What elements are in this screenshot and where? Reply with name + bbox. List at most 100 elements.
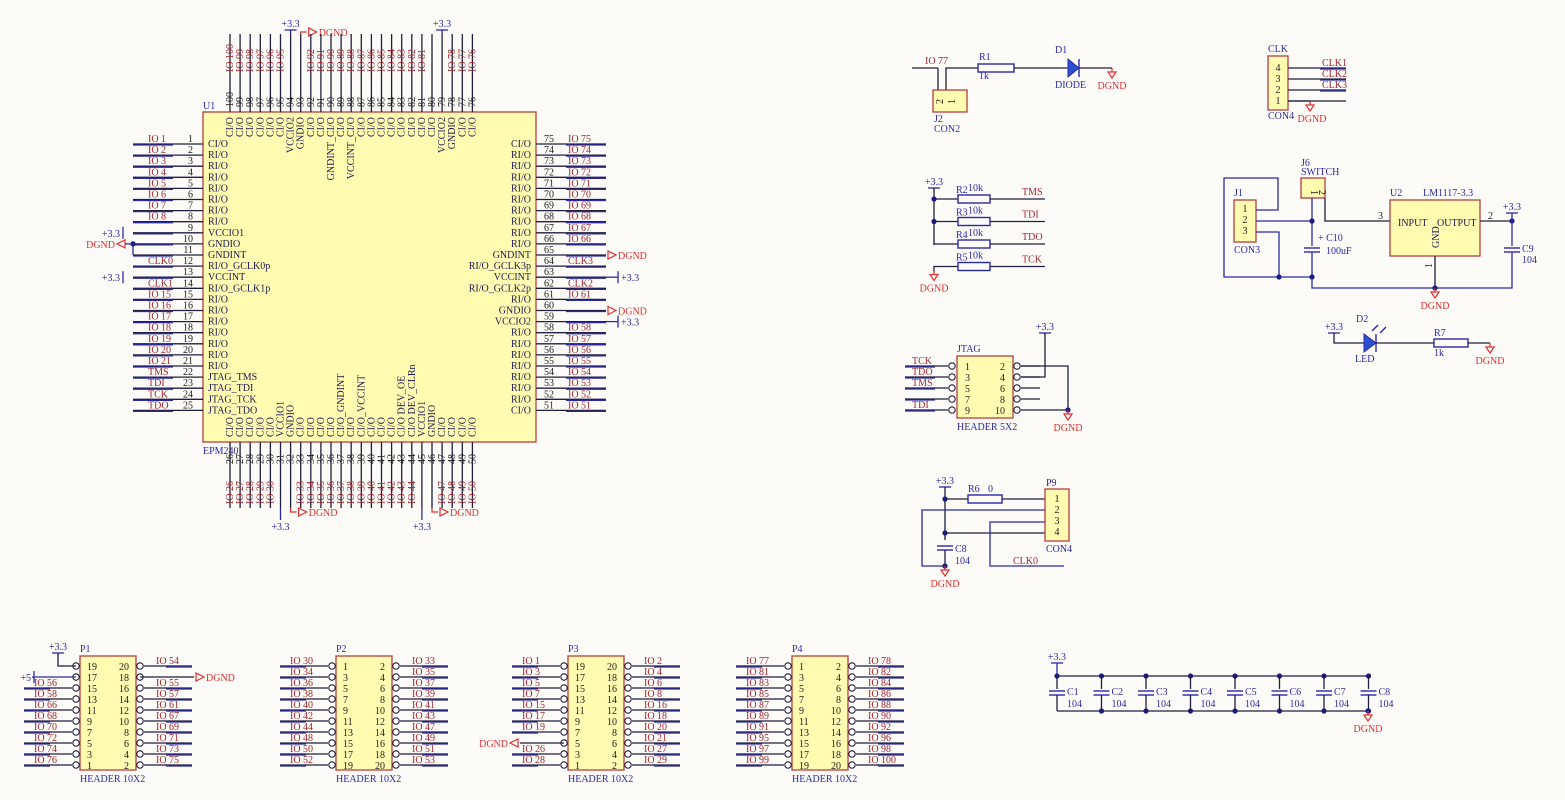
u1-pin-name: CI/O bbox=[457, 417, 468, 437]
net-label: IO 73 bbox=[156, 744, 179, 755]
cap-designator: C4 bbox=[1201, 687, 1213, 698]
u1-pin-name: RI/O bbox=[511, 150, 531, 161]
net-label: IO 78 bbox=[447, 49, 458, 72]
u1-pin-number: 46 bbox=[427, 454, 438, 464]
header-pin-icon bbox=[624, 761, 632, 769]
header-pin-icon bbox=[328, 750, 336, 758]
d2-designator: D2 bbox=[1356, 314, 1368, 325]
gnd-triangle-icon bbox=[308, 27, 319, 37]
u1-pin-number: 18 bbox=[183, 323, 193, 334]
header-pin-num: 10 bbox=[375, 706, 385, 717]
jtag-pin: 9 bbox=[965, 406, 970, 417]
net-label: IO 39 bbox=[412, 689, 435, 700]
vcc-symbol: +3.3 bbox=[1048, 652, 1066, 664]
u1-pin-number: 68 bbox=[544, 212, 554, 223]
u1-pin-number: 31 bbox=[276, 454, 287, 464]
header-pin-num: 3 bbox=[343, 673, 348, 684]
vcc-label: +5 bbox=[20, 673, 31, 684]
j2-part: CON2 bbox=[934, 124, 960, 135]
net-label: IO 85 bbox=[377, 49, 388, 72]
wire bbox=[989, 521, 1064, 567]
net-label: IO 4 bbox=[148, 167, 166, 178]
header-pin-icon bbox=[392, 728, 400, 736]
net-label: IO 77 bbox=[457, 49, 468, 72]
u1-pin-name: CI/O bbox=[265, 117, 276, 137]
net-label: IO 88 bbox=[346, 49, 357, 72]
u1-pin-number: 16 bbox=[183, 301, 193, 312]
header-pin-num: 3 bbox=[575, 750, 580, 761]
gnd-label: DGND bbox=[319, 28, 348, 39]
gnd-triangle-icon bbox=[607, 305, 618, 316]
u1-pin-number: 71 bbox=[544, 178, 554, 189]
r1-designator: R1 bbox=[979, 52, 991, 63]
u2-pin-name: INPUT bbox=[1398, 218, 1427, 229]
header-pin-num: 17 bbox=[575, 673, 585, 684]
u1-pin-number: 51 bbox=[544, 400, 554, 411]
u1-pin-number: 38 bbox=[346, 454, 357, 464]
header-pin-icon bbox=[848, 695, 856, 703]
header-pin-icon bbox=[136, 695, 144, 703]
jtag-designator: JTAG bbox=[957, 344, 981, 355]
led-d2-icon bbox=[1363, 333, 1377, 353]
u1-pin-number: 91 bbox=[316, 97, 327, 107]
u1-pin-name: CI/O bbox=[377, 117, 388, 137]
p9-part: CON4 bbox=[1046, 544, 1072, 555]
u1-designator: U1 bbox=[203, 101, 215, 112]
clk-part: CON4 bbox=[1268, 111, 1294, 122]
header-pin-num: 14 bbox=[119, 695, 129, 706]
u1-pin-number: 89 bbox=[336, 97, 347, 107]
clk-connector-body bbox=[1267, 55, 1289, 111]
header-pin-num: 3 bbox=[799, 673, 804, 684]
net-label: IO 3 bbox=[522, 667, 540, 678]
header-pin-num: 12 bbox=[607, 706, 617, 717]
header-designator: P4 bbox=[792, 644, 803, 655]
u1-pin-name: RI/O bbox=[208, 150, 228, 161]
header-pin-icon bbox=[948, 395, 956, 403]
vcc-symbol: +3.3 bbox=[1325, 322, 1343, 334]
header-pin-num: 20 bbox=[375, 761, 385, 772]
u1-pin-name: VCCINT bbox=[494, 272, 531, 283]
net-label: IO 1 bbox=[522, 656, 540, 667]
u1-pin-number: 69 bbox=[544, 201, 554, 212]
u1-pin-number: 13 bbox=[183, 267, 193, 278]
net-label: IO 26 bbox=[522, 744, 545, 755]
u1-pin-name: RI/O bbox=[511, 206, 531, 217]
net-label: IO 49 bbox=[412, 733, 435, 744]
gnd-triangle-icon bbox=[1062, 413, 1074, 422]
u1-pin-name: CI/O bbox=[387, 417, 398, 437]
u1-pin-name: GNDIO bbox=[208, 239, 240, 250]
header-pin-num: 5 bbox=[87, 739, 92, 750]
net-label: IO 95 bbox=[276, 49, 287, 72]
header-pin-icon bbox=[848, 761, 856, 769]
junction-dot bbox=[1309, 218, 1315, 224]
net-label: IO 56 bbox=[568, 345, 591, 356]
wire bbox=[1021, 333, 1046, 378]
vcc-label: +3.3 bbox=[413, 522, 431, 533]
vcc-label: +3.3 bbox=[433, 19, 451, 30]
vcc-symbol: +3.3 bbox=[617, 271, 639, 284]
net-label: TDO bbox=[148, 400, 169, 411]
net-label: IO 100 bbox=[225, 44, 236, 72]
u1-pin-number: 25 bbox=[183, 400, 193, 411]
net-label: IO 40 bbox=[366, 481, 377, 504]
u1-pin-number: 22 bbox=[183, 367, 193, 378]
u1-pin-name: CI/O bbox=[366, 117, 377, 137]
header-pin-num: 5 bbox=[575, 739, 580, 750]
r6-resistor-icon bbox=[967, 494, 1003, 504]
header-pin-num: 16 bbox=[375, 739, 385, 750]
jtag-header-body bbox=[956, 355, 1014, 419]
u1-pin-number: 43 bbox=[397, 454, 408, 464]
net-label: IO 77 bbox=[925, 56, 948, 67]
u1-pin-name: CI/O bbox=[397, 117, 408, 137]
header-pin-num: 5 bbox=[343, 684, 348, 695]
net-label: IO 17 bbox=[148, 312, 171, 323]
net-label: IO 44 bbox=[290, 722, 313, 733]
header-pin-num: 1 bbox=[343, 662, 348, 673]
header-pin-num: 13 bbox=[575, 695, 585, 706]
header-pin-num: 14 bbox=[375, 728, 385, 739]
cap-value: 104 bbox=[1245, 699, 1260, 710]
wire bbox=[290, 508, 297, 513]
net-label: IO 96 bbox=[868, 733, 891, 744]
net-label: IO 33 bbox=[412, 656, 435, 667]
header-p3-body bbox=[567, 655, 625, 771]
